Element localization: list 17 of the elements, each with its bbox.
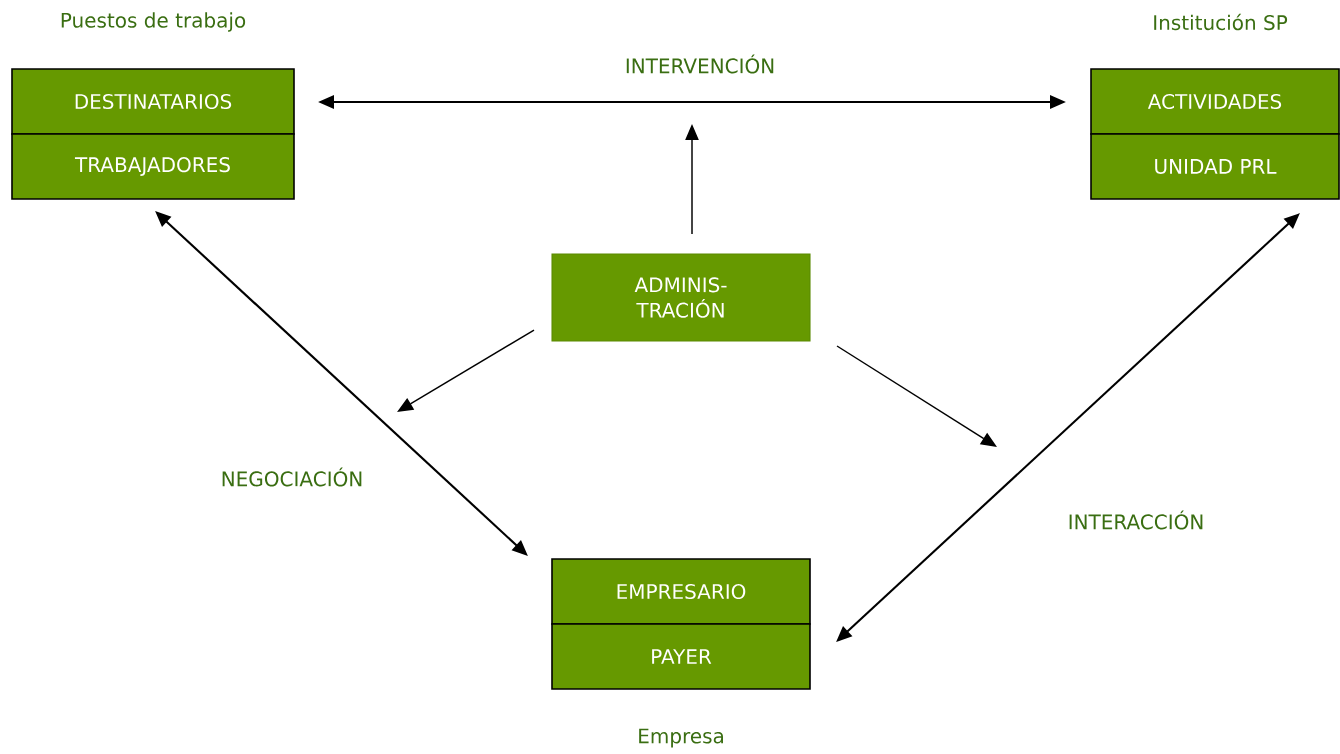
process-box: ADMINIS- TRACIÓN	[551, 253, 811, 342]
heading-label: Institución SP	[1154, 13, 1288, 31]
box-cell: EMPRESARIO	[551, 558, 811, 625]
box-cell: TRABAJADORES	[11, 133, 295, 200]
arrow	[836, 213, 1300, 642]
arrow	[155, 211, 528, 556]
edge-label: NEGOCIACIÓN	[219, 466, 365, 488]
box-cell: PAYER	[551, 623, 811, 690]
box-cell: UNIDAD PRL	[1090, 133, 1340, 200]
heading-label: Empresa	[639, 728, 723, 748]
arrow	[836, 345, 997, 447]
edge-label: INTERVENCIÓN	[623, 53, 777, 75]
box-cell: ACTIVIDADES	[1090, 68, 1340, 135]
arrow	[397, 329, 535, 412]
box-cell: DESTINATARIOS	[11, 68, 295, 135]
edge-label: INTERACCIÓN	[1066, 509, 1206, 531]
heading-label: Puestos de trabajo	[61, 12, 246, 32]
